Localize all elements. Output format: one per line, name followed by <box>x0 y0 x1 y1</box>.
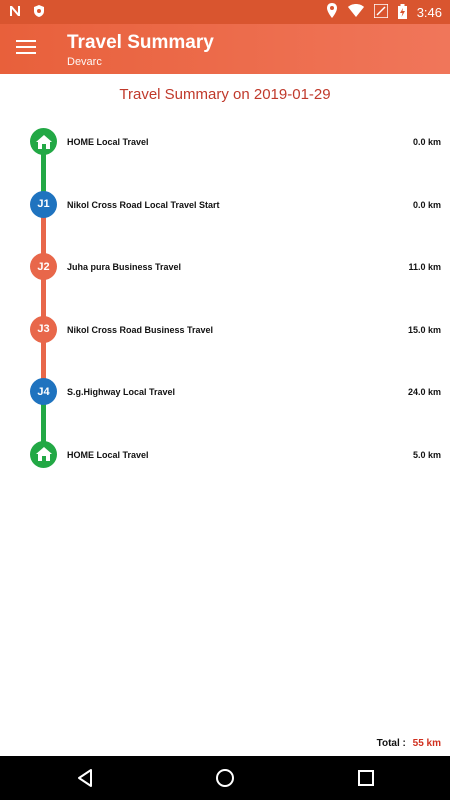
timeline-segment <box>41 142 46 205</box>
status-bar: 3:46 <box>0 0 450 24</box>
timeline-segment <box>41 329 46 392</box>
app-subtitle: Devarc <box>67 56 102 68</box>
timeline-segment <box>41 392 46 455</box>
journey-marker: J2 <box>30 253 57 280</box>
home-icon <box>30 128 57 155</box>
total-label: Total : <box>376 738 406 749</box>
signal-icon <box>372 3 389 21</box>
status-time: 3:46 <box>416 5 442 20</box>
journey-marker: J3 <box>30 315 57 343</box>
recents-icon[interactable] <box>355 767 377 789</box>
total-distance: Total : 55 km <box>377 738 441 749</box>
timeline-segment <box>41 267 46 330</box>
wifi-icon <box>347 4 364 21</box>
shield-icon <box>32 4 46 23</box>
stop-label: HOME Local Travel <box>67 449 149 460</box>
stop-label: HOME Local Travel <box>67 137 149 147</box>
journey-marker: J4 <box>30 378 57 405</box>
app-title: Travel Summary <box>67 32 214 53</box>
battery-icon <box>397 3 407 22</box>
total-value: 55 km <box>412 738 441 749</box>
stop-distance: 0.0 km <box>412 137 441 147</box>
stop-distance: 24.0 km <box>407 387 441 397</box>
timeline-stop: J2 Juha pura Business Travel 11.0 km <box>0 253 450 283</box>
stop-distance: 15.0 km <box>407 324 441 335</box>
app-bar: Travel Summary Devarc <box>0 24 450 74</box>
stop-distance: 11.0 km <box>408 262 441 272</box>
stop-distance: 0.0 km <box>412 199 441 210</box>
timeline-stop: HOME Local Travel 5.0 km <box>0 440 450 471</box>
timeline-stop: J4 S.g.Highway Local Travel 24.0 km <box>0 378 450 408</box>
menu-icon[interactable] <box>16 40 36 56</box>
location-icon <box>326 3 338 22</box>
navigation-bar <box>0 756 450 800</box>
timeline-stop: J1 Nikol Cross Road Local Travel Start 0.0… <box>0 190 450 221</box>
timeline-stop: J3 Nikol Cross Road Business Travel 15.0 k… <box>0 315 450 346</box>
stop-label: Nikol Cross Road Local Travel Start <box>67 199 220 210</box>
stop-label: Nikol Cross Road Business Travel <box>67 324 214 335</box>
notification-n-icon <box>8 4 22 23</box>
stop-label: Juha pura Business Travel <box>67 262 182 272</box>
home-nav-icon[interactable] <box>214 767 236 789</box>
back-icon[interactable] <box>74 767 96 789</box>
timeline-stop: HOME Local Travel 0.0 km <box>0 128 450 158</box>
page-title: Travel Summary on 2019-01-29 <box>119 86 331 103</box>
home-icon <box>30 440 57 468</box>
stop-distance: 5.0 km <box>412 449 441 460</box>
stop-label: S.g.Highway Local Travel <box>67 387 176 397</box>
journey-marker: J1 <box>30 190 57 218</box>
timeline-segment <box>41 204 46 267</box>
